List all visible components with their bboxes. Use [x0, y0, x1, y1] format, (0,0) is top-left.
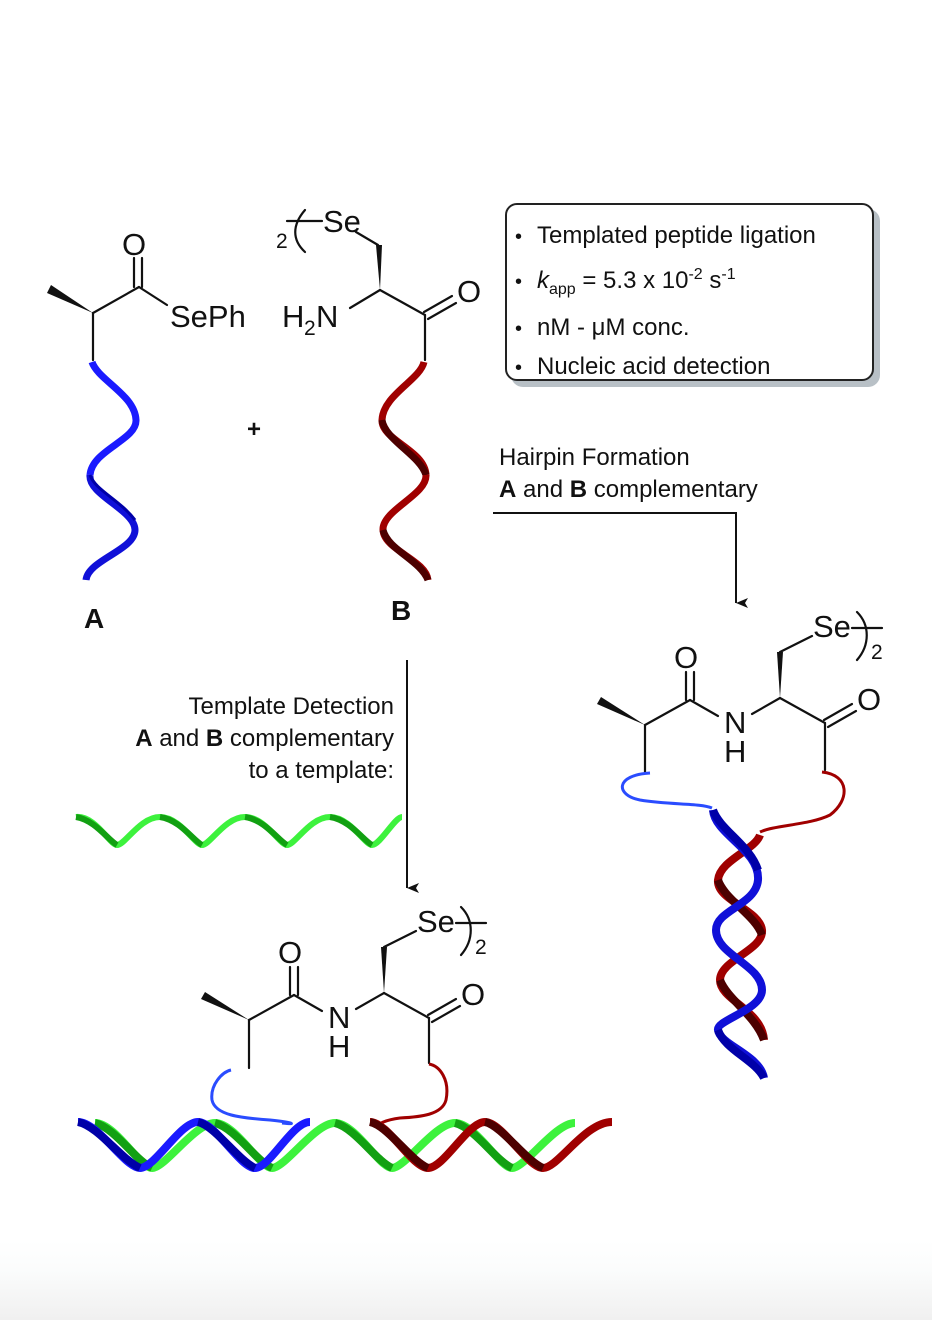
dimer-bracket	[294, 208, 307, 254]
template-pathway: Template Detection A and B complementary…	[75, 660, 419, 893]
reactant-b-structure: 2 Se O H 2 N B	[276, 204, 481, 626]
hairpin-title: Hairpin Formation	[499, 444, 690, 471]
bond	[643, 698, 692, 727]
bond	[750, 696, 782, 716]
bond	[422, 294, 454, 314]
atom-nitrogen: N	[316, 299, 338, 334]
linker-a	[210, 1068, 293, 1126]
summary-box: •Templated peptide ligation •kapp = 5.3 …	[505, 203, 874, 381]
atom-nitrogen: N	[724, 705, 746, 740]
strand-a-icon	[82, 360, 140, 582]
hairpin-subtitle: A and B complementary	[499, 476, 758, 503]
bond	[778, 634, 814, 654]
summary-item-concentration: •nM - μM conc.	[515, 309, 872, 348]
bond	[354, 230, 380, 247]
atom-h: H	[282, 299, 304, 334]
template-subtitle-line3: to a template:	[249, 757, 394, 784]
template-product-structure: O N H Se 2 O	[76, 904, 613, 1173]
atom-oxygen: O	[122, 227, 146, 262]
amine-subscript: 2	[304, 317, 316, 340]
bullet-icon: •	[515, 317, 523, 340]
wedge-bond	[777, 652, 783, 698]
bond	[91, 285, 141, 315]
bond	[430, 1004, 462, 1024]
bond	[826, 709, 858, 729]
atom-h: H	[328, 1029, 350, 1064]
bond	[382, 929, 418, 949]
dimer-bracket	[855, 610, 868, 662]
atom-selenium: Se	[417, 904, 455, 939]
linker-b	[376, 1062, 449, 1127]
bond	[292, 993, 324, 1013]
wedge-bond	[597, 697, 645, 725]
atom-h: H	[724, 734, 746, 769]
template-subtitle: A and B complementary	[135, 725, 394, 752]
bond	[778, 696, 827, 725]
atom-oxygen: O	[674, 640, 698, 675]
summary-item-rate-constant: •kapp = 5.3 x 10-2 s-1	[515, 256, 872, 309]
dimer-subscript: 2	[871, 641, 883, 664]
template-duplex-icon	[76, 1117, 613, 1173]
atom-oxygen: O	[457, 274, 481, 309]
template-strand-icon	[75, 813, 404, 849]
bond	[688, 698, 720, 718]
bond	[426, 997, 458, 1017]
bond	[354, 991, 386, 1011]
hairpin-product-structure: O N H Se 2 O	[597, 609, 884, 1081]
bond	[348, 288, 382, 310]
bullet-icon: •	[515, 271, 523, 293]
atom-oxygen: O	[278, 935, 302, 970]
reactant-a-structure: O SePh A	[47, 227, 246, 634]
bond	[137, 285, 169, 307]
plus-sign: +	[247, 416, 261, 443]
linker-a	[620, 771, 713, 810]
bond	[426, 301, 458, 321]
linker-b	[759, 770, 846, 834]
compound-label-b: B	[391, 595, 411, 626]
summary-item-detection: •Nucleic acid detection	[515, 348, 872, 387]
wedge-bond	[47, 285, 93, 313]
atom-nitrogen: N	[328, 1000, 350, 1035]
dimer-subscript: 2	[276, 230, 288, 253]
atom-selenium: Se	[323, 204, 361, 239]
hairpin-arrow	[493, 512, 748, 608]
summary-item-ligation: •Templated peptide ligation	[515, 217, 872, 256]
hairpin-double-helix-icon	[709, 808, 768, 1081]
atom-seph: SePh	[170, 299, 246, 334]
atom-selenium: Se	[813, 609, 851, 644]
compound-label-a: A	[84, 603, 104, 634]
bullet-icon: •	[515, 356, 523, 379]
hairpin-pathway: Hairpin Formation A and B complementary	[493, 444, 758, 608]
bond	[822, 702, 854, 722]
wedge-bond	[201, 992, 249, 1020]
dimer-bracket	[459, 905, 472, 957]
bond	[382, 991, 431, 1020]
template-title: Template Detection	[189, 693, 394, 720]
strand-b-icon	[378, 360, 432, 582]
atom-oxygen: O	[461, 977, 485, 1012]
bond	[247, 993, 296, 1022]
bullet-icon: •	[515, 226, 523, 248]
atom-oxygen: O	[857, 682, 881, 717]
wedge-bond	[381, 947, 387, 993]
bond	[378, 288, 427, 317]
wedge-bond	[376, 245, 382, 290]
dimer-subscript: 2	[475, 936, 487, 959]
